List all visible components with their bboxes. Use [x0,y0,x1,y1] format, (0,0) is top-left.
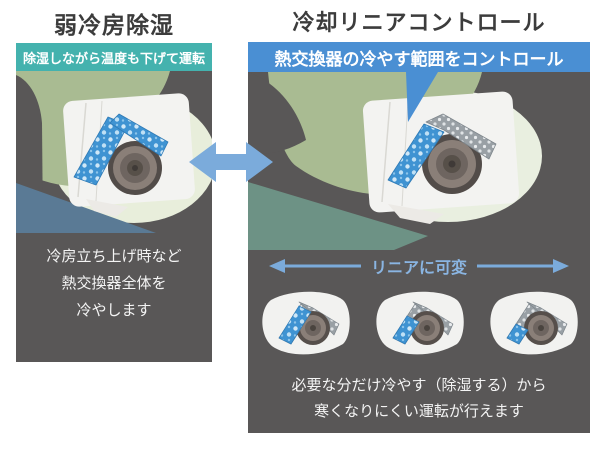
cooled-area-small [506,323,529,345]
cooled-area-large [278,305,312,345]
right-section-title: 冷却リニアコントロール [292,10,546,35]
heat-exchanger-cooled-part [387,123,445,189]
fan-cylinder [422,134,482,194]
right-description: 必要な分だけ冷やす（除湿する）から 寒くなりにくい運転が行えます [291,377,547,420]
double-arrow-icon [189,142,273,182]
floor-wedge [248,182,428,250]
cooling-range-steps [248,282,590,364]
heat-exchanger-cooled-full [73,113,169,186]
heat-exchanger-uncooled-part [425,113,497,160]
linear-variable-label: リニアに可変 [370,260,467,277]
ac-unit-partial-cooling-illustration [248,72,590,250]
right-badge: 熱交換器の冷やす範囲をコントロール [248,42,590,72]
linear-variable-row: リニアに可変 [248,250,590,282]
arrow-left-icon [268,259,361,273]
linear-control-panel: 熱交換器の冷やす範囲をコントロール [248,42,590,433]
ac-mini-step-3-icon [490,291,578,355]
cooled-area-medium [392,315,420,345]
arrow-right-icon [477,259,569,273]
left-badge: 除湿しながら温度も下げて運転 [16,43,212,71]
fan-cylinder [108,141,162,195]
left-section-title: 弱冷房除湿 [54,12,174,38]
callout-pointer [406,72,438,122]
ac-mini-step-2-icon [376,291,464,355]
floor-wedge [16,183,156,233]
weak-cooling-panel: 除湿しながら温度も下げて運転 [16,43,212,362]
left-description: 冷房立ち上げ時など 熱交換器全体を 冷やします [46,248,182,319]
ac-unit-full-cooling-illustration [16,71,212,233]
ac-mini-step-1-icon [262,291,350,355]
